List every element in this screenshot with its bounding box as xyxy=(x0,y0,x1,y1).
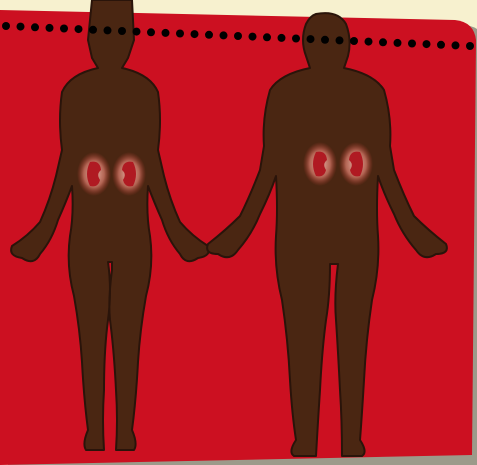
dot xyxy=(437,41,445,49)
dot xyxy=(408,40,416,48)
dot xyxy=(17,23,25,31)
dot xyxy=(176,30,184,38)
dot xyxy=(46,24,54,32)
dot xyxy=(89,26,97,34)
dot xyxy=(191,30,199,38)
dot xyxy=(60,25,68,33)
dot xyxy=(365,38,373,46)
dot xyxy=(2,22,10,30)
dot xyxy=(466,42,474,50)
dot xyxy=(162,29,170,37)
dot xyxy=(263,33,271,41)
dot xyxy=(292,35,300,43)
dot xyxy=(350,37,358,45)
dot xyxy=(205,31,213,39)
dot xyxy=(249,33,257,41)
dot xyxy=(104,26,112,34)
dot xyxy=(307,35,315,43)
dot xyxy=(452,41,460,49)
dot xyxy=(321,36,329,44)
dot xyxy=(147,28,155,36)
dot xyxy=(118,27,126,35)
dot xyxy=(75,25,83,33)
dot xyxy=(278,34,286,42)
dot xyxy=(394,39,402,47)
dot xyxy=(379,38,387,46)
dot xyxy=(133,28,141,36)
dot xyxy=(336,36,344,44)
dot xyxy=(234,32,242,40)
dot xyxy=(31,23,39,31)
dot xyxy=(220,31,228,39)
dot xyxy=(423,40,431,48)
